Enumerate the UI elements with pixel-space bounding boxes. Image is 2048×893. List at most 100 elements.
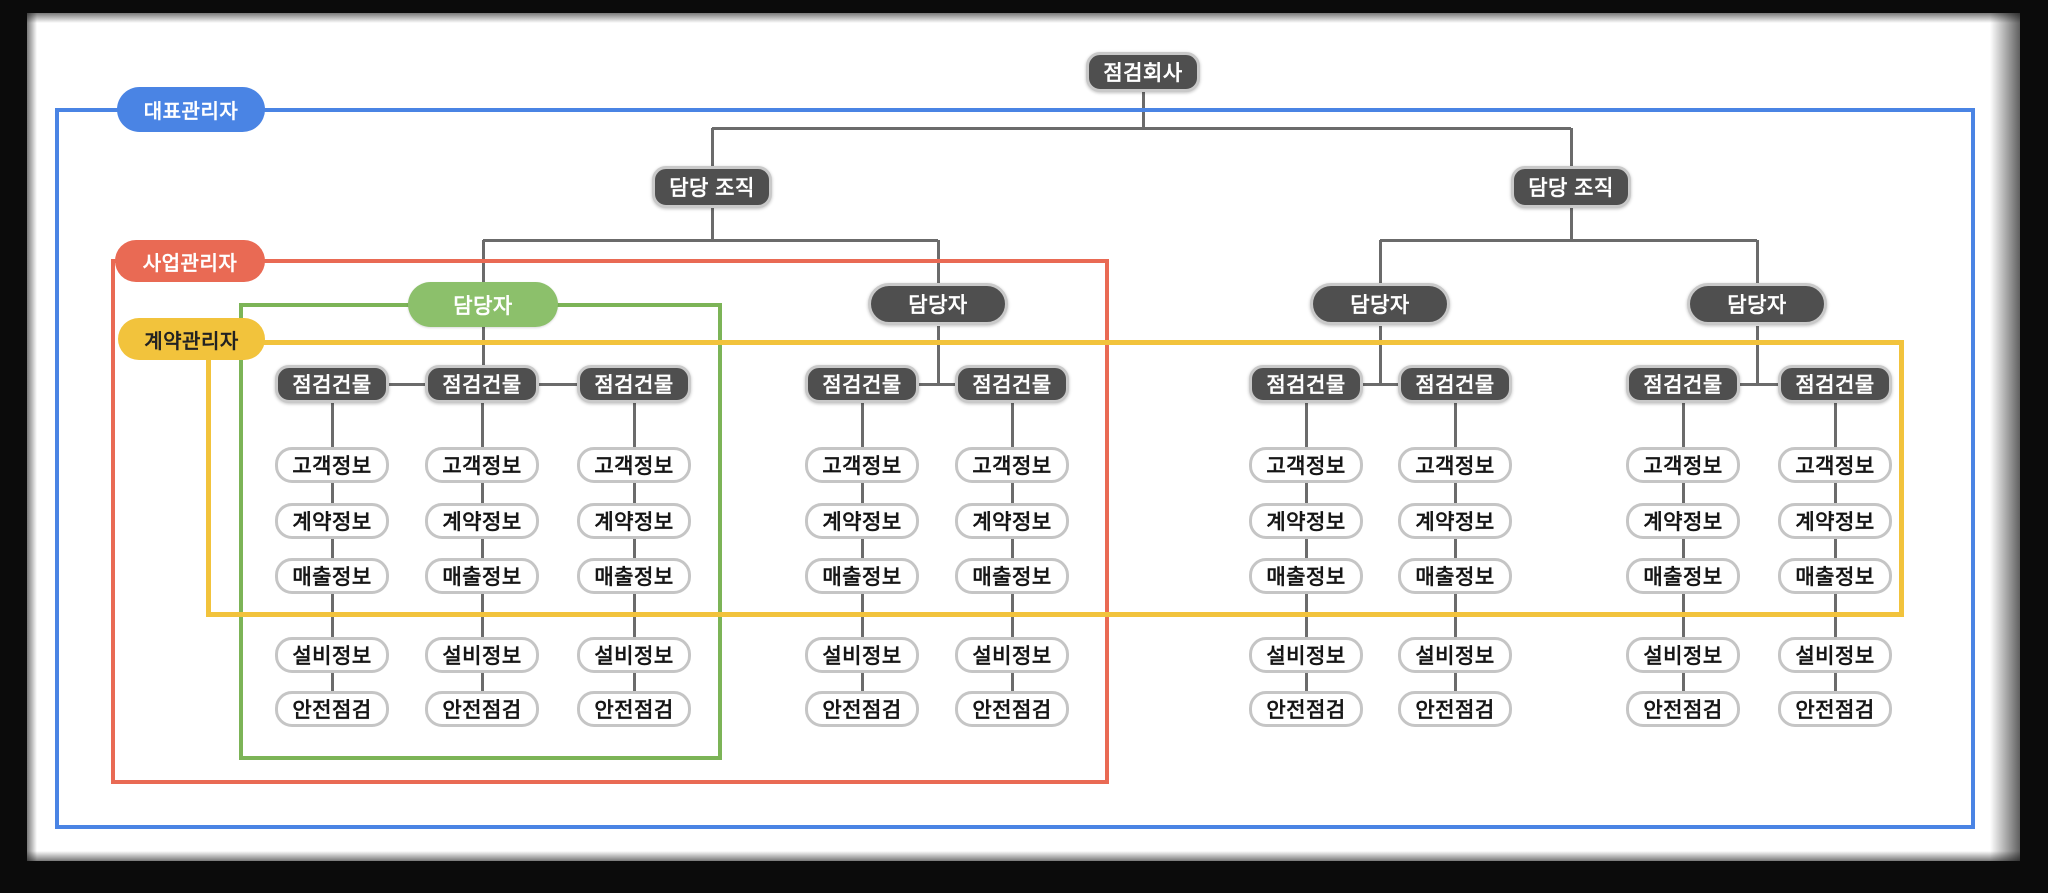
node-equipment-info: 설비정보 [1778,637,1892,673]
node-building: 점검건물 [1778,365,1892,403]
node-customer-info: 고객정보 [1398,447,1512,483]
node-equipment-info: 설비정보 [955,637,1069,673]
node-sales-info: 매출정보 [1626,558,1740,594]
node-safety-inspection: 안전점검 [275,691,389,727]
screen-border-top [0,0,2048,13]
node-contract-info: 계약정보 [1249,503,1363,539]
node-sales-info: 매출정보 [275,558,389,594]
connector-line [483,238,938,242]
node-building: 점검건물 [577,365,691,403]
connector-line [1833,403,1837,691]
node-equipment-info: 설비정보 [1249,637,1363,673]
node-equipment-info: 설비정보 [425,637,539,673]
node-customer-info: 고객정보 [1249,447,1363,483]
node-equipment-info: 설비정보 [1626,637,1740,673]
connector-line [1681,403,1685,691]
connector-line [712,126,1571,130]
node-safety-inspection: 안전점검 [577,691,691,727]
node-contract-info: 계약정보 [805,503,919,539]
connector-line [1304,403,1308,691]
connector-line [710,128,714,166]
node-equipment-info: 설비정보 [805,637,919,673]
node-org-unit: 담당 조직 [652,166,772,208]
screen-border-fade [0,13,2048,23]
connector-line [862,382,1012,386]
node-safety-inspection: 안전점검 [955,691,1069,727]
node-contract-info: 계약정보 [275,503,389,539]
node-building: 점검건물 [1249,365,1363,403]
node-contract-info: 계약정보 [1778,503,1892,539]
node-customer-info: 고객정보 [425,447,539,483]
node-building: 점검건물 [955,365,1069,403]
node-safety-inspection: 안전점검 [425,691,539,727]
screen-border-fade [1990,0,2020,893]
connector-line [1683,382,1835,386]
node-customer-info: 고객정보 [275,447,389,483]
node-customer-info: 고객정보 [577,447,691,483]
node-safety-inspection: 안전점검 [1249,691,1363,727]
node-sales-info: 매출정보 [1778,558,1892,594]
connector-line [1380,238,1757,242]
node-contract-info: 계약정보 [1626,503,1740,539]
node-safety-inspection: 안전점검 [1778,691,1892,727]
boundary-contract-manager [206,340,1904,617]
connector-line [1378,240,1382,283]
screen-border-bottom [0,861,2048,893]
connector-line [1010,403,1014,691]
connector-line [1453,403,1457,691]
node-building: 점검건물 [805,365,919,403]
connector-line [1569,128,1573,166]
connector-line [1755,326,1759,384]
node-sales-info: 매출정보 [1398,558,1512,594]
connector-line [481,326,485,384]
connector-line [1755,240,1759,283]
node-equipment-info: 설비정보 [577,637,691,673]
node-staff: 담당자 [1310,283,1450,325]
node-sales-info: 매출정보 [955,558,1069,594]
node-equipment-info: 설비정보 [275,637,389,673]
node-customer-info: 고객정보 [1778,447,1892,483]
node-safety-inspection: 안전점검 [1626,691,1740,727]
node-inspection-company: 점검회사 [1086,52,1200,92]
node-staff: 담당자 [1687,283,1827,325]
connector-line [860,403,864,691]
node-safety-inspection: 안전점검 [1398,691,1512,727]
node-contract-info: 계약정보 [577,503,691,539]
node-staff: 담당자 [868,283,1008,325]
node-safety-inspection: 안전점검 [805,691,919,727]
screen-border-fade [27,0,37,893]
boundary-business-manager [111,259,1109,784]
label-representative-manager: 대표관리자 [117,87,265,132]
connector-line [1306,382,1455,386]
node-org-unit: 담당 조직 [1511,166,1631,208]
node-equipment-info: 설비정보 [1398,637,1512,673]
node-customer-info: 고객정보 [955,447,1069,483]
node-contract-info: 계약정보 [955,503,1069,539]
boundary-representative-manager [55,108,1975,829]
screen-border-right [2020,0,2048,893]
node-staff-highlighted: 담당자 [408,282,558,327]
node-sales-info: 매출정보 [425,558,539,594]
connector-line [1569,208,1573,240]
node-customer-info: 고객정보 [805,447,919,483]
label-business-manager: 사업관리자 [115,240,265,282]
node-sales-info: 매출정보 [577,558,691,594]
screen-border-left [0,0,27,893]
node-contract-info: 계약정보 [425,503,539,539]
node-sales-info: 매출정보 [1249,558,1363,594]
node-sales-info: 매출정보 [805,558,919,594]
screen-border-fade [0,851,2048,861]
node-building: 점검건물 [1626,365,1740,403]
node-building: 점검건물 [1398,365,1512,403]
node-building: 점검건물 [425,365,539,403]
connector-line [632,403,636,691]
node-building: 점검건물 [275,365,389,403]
connector-line [936,326,940,384]
label-contract-manager: 계약관리자 [118,318,265,360]
node-contract-info: 계약정보 [1398,503,1512,539]
node-customer-info: 고객정보 [1626,447,1740,483]
connector-line [480,403,484,691]
connector-line [1378,326,1382,384]
connector-line [710,208,714,240]
